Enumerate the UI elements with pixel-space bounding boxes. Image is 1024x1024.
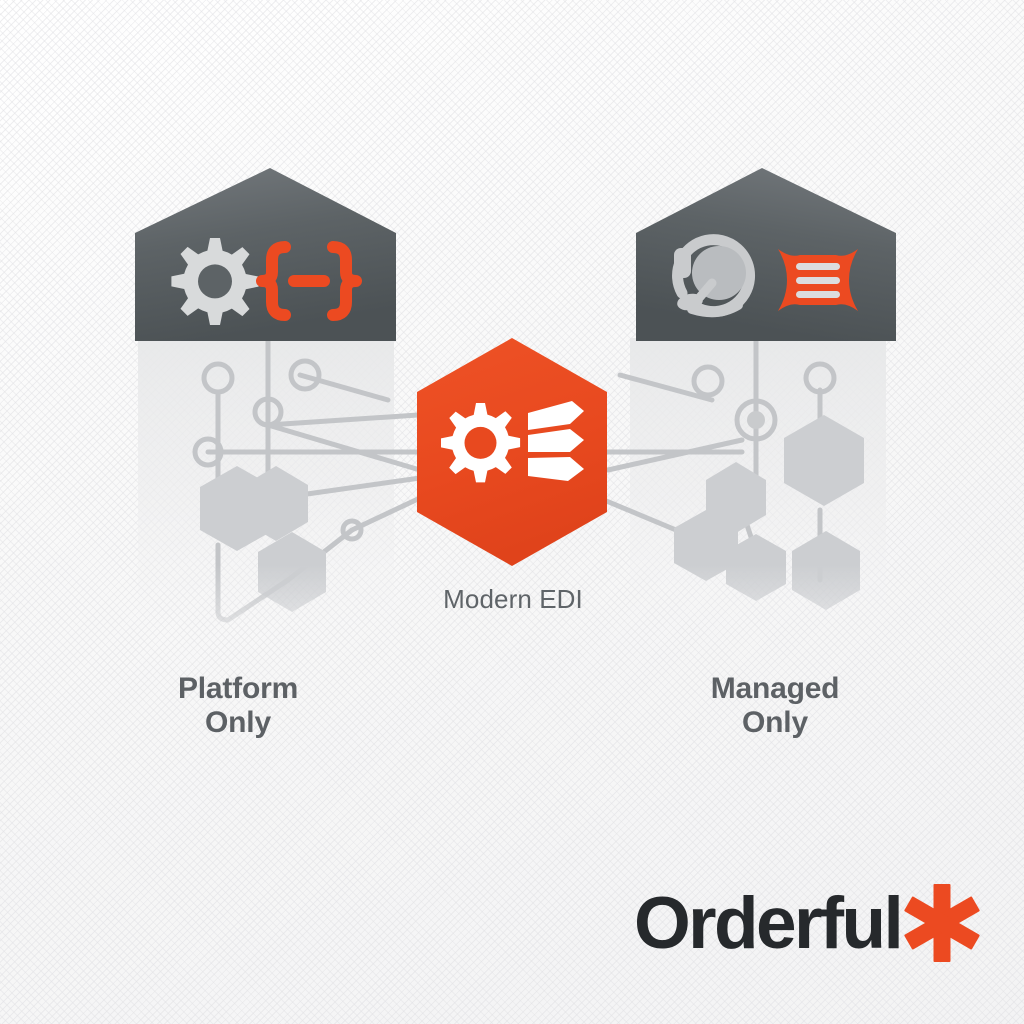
asterisk-icon (903, 884, 981, 962)
modern-edi-label: Modern EDI (443, 584, 583, 614)
orderful-logo[interactable]: Orderful (634, 878, 984, 968)
gear-icon (171, 238, 259, 325)
pentagon-managed-only (636, 168, 896, 341)
column-label-managed-only: Managed Only (710, 672, 840, 739)
code-braces-icon (256, 241, 362, 321)
headset-icon (672, 234, 756, 318)
network-hexagons-left (200, 466, 326, 612)
document-lines-icon (778, 249, 858, 311)
column-platform-only (138, 335, 423, 628)
network-nodes-left (192, 358, 364, 542)
modern-edi-badge[interactable] (417, 338, 607, 566)
network-nodes-right (691, 361, 837, 442)
pentagon-platform-only (135, 168, 396, 341)
gear-icon (441, 403, 521, 483)
orderful-wordmark: Orderful (634, 882, 904, 964)
column-managed-only (601, 335, 886, 628)
column-label-platform-only: Platform Only (177, 672, 299, 739)
stacked-layers-icon (528, 401, 584, 481)
network-hexagons-right (674, 415, 864, 610)
